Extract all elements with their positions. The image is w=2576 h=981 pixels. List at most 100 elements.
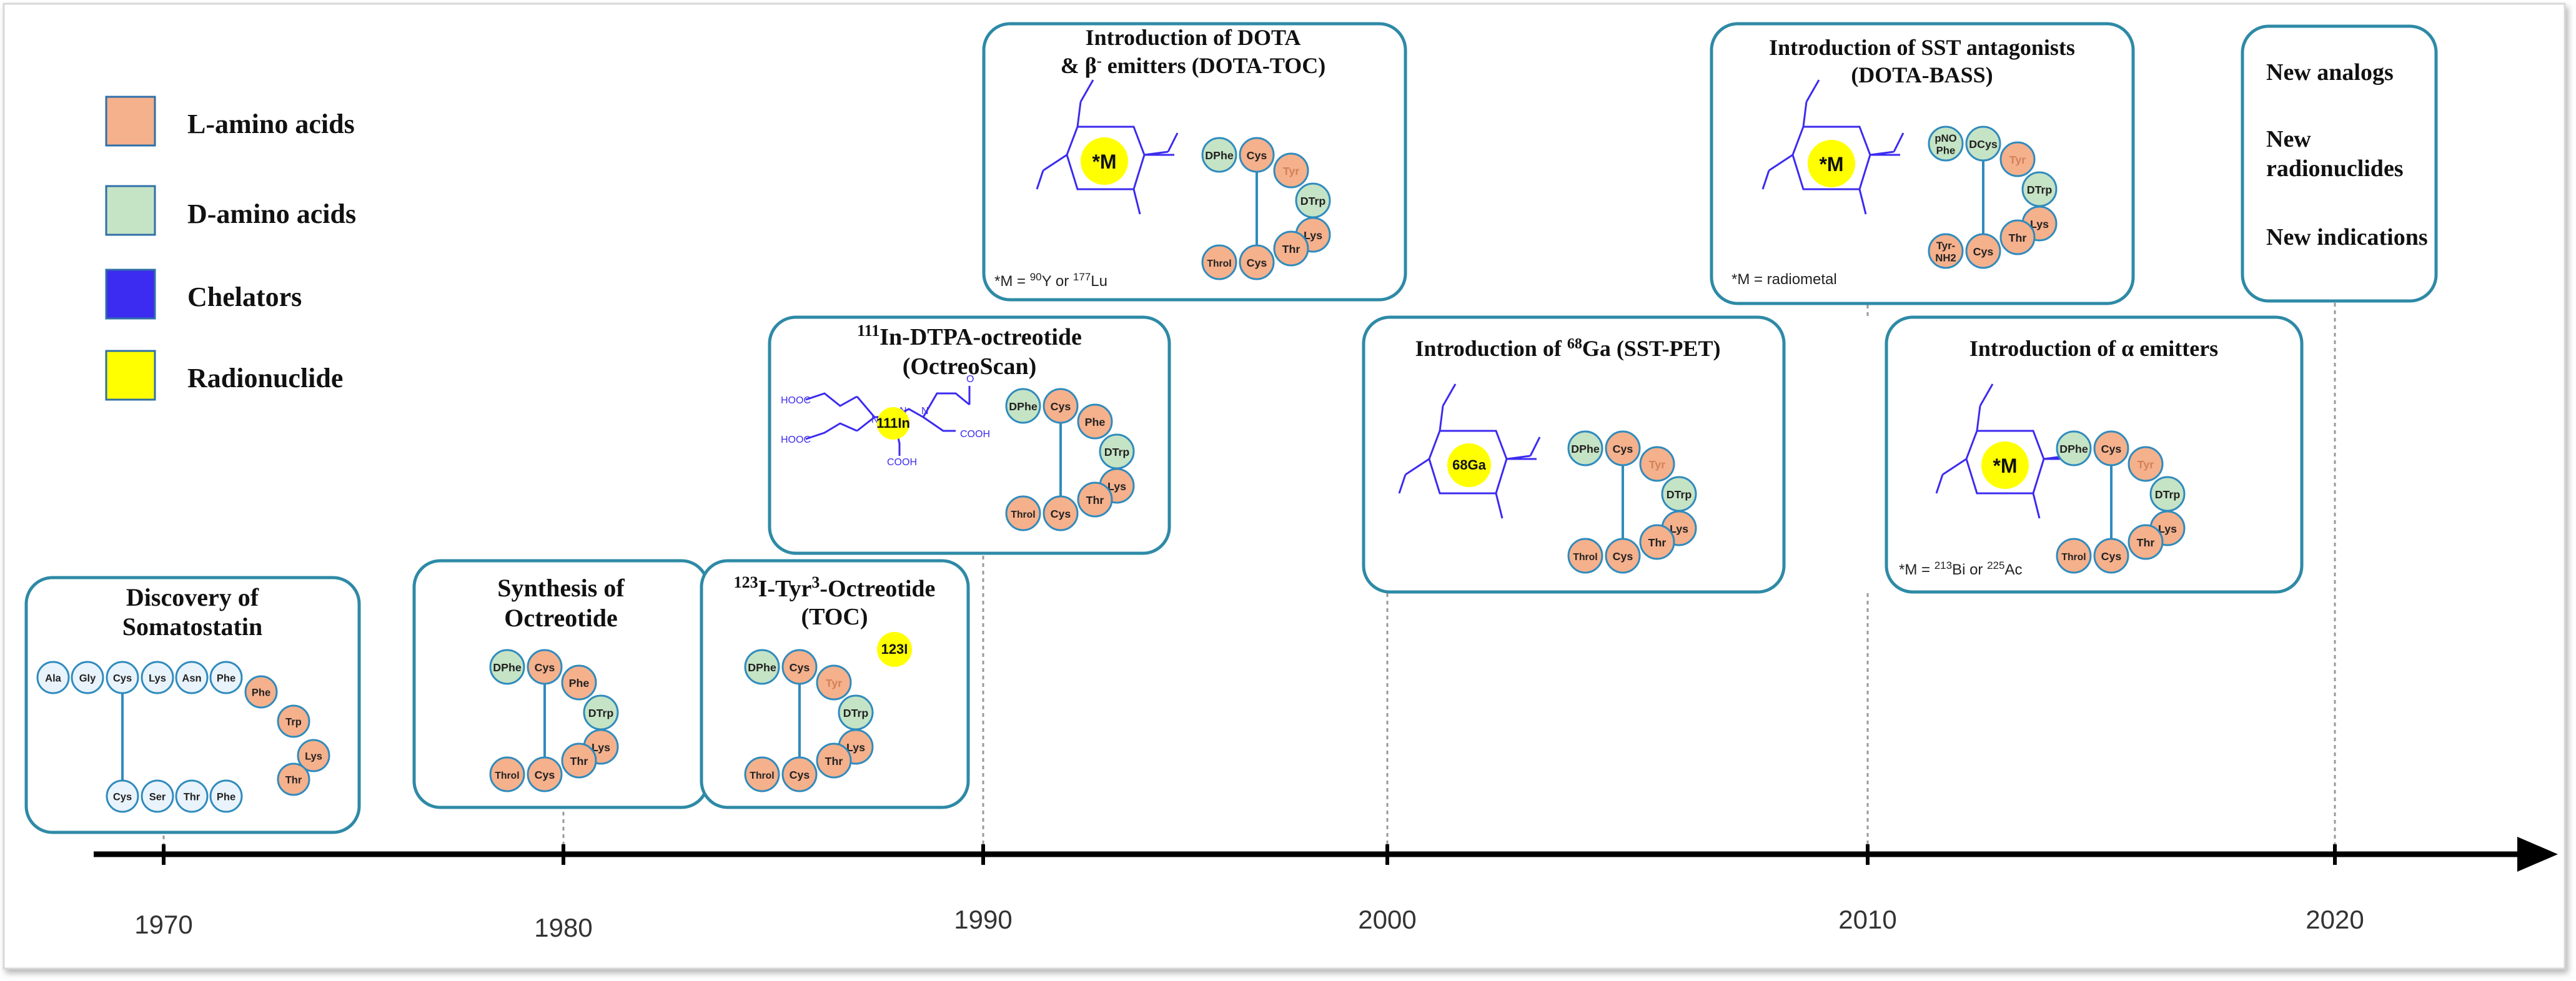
residue-somatostatin-bottom-1: Ser — [141, 779, 174, 813]
residue-ga68-bottom-0-label: Throl — [1573, 552, 1597, 563]
residue-ga68-bottom-2-label: Thr — [1648, 536, 1667, 549]
residue-ga68-right-0-label: Tyr — [1649, 458, 1665, 471]
residue-somatostatin-bottom-3-label: Phe — [217, 791, 235, 802]
residue-somatostatin-top-4: Asn — [175, 661, 209, 694]
residue-dotatoc-bottom-2-label: Thr — [1282, 243, 1300, 255]
residue-octreotide-right-0-label: Phe — [569, 677, 590, 689]
future-item-indications: New indications — [2266, 224, 2428, 250]
residue-alpha-bottom-0: Throl — [2056, 538, 2092, 574]
residue-ga68-right-2-label: Lys — [1670, 523, 1688, 535]
residue-alpha-right-0: Tyr — [2128, 446, 2164, 482]
residue-somatostatin-top-0: Ala — [36, 661, 70, 694]
dtpa-hooc-2: HOOC — [781, 435, 811, 445]
residue-octreoscan-bottom-2-label: Thr — [1086, 494, 1104, 506]
title-alpha: Introduction of α emitters — [1969, 336, 2218, 361]
residue-dotatoc-top-1-label: Cys — [1247, 149, 1267, 162]
dtpa-cooh-1: COOH — [960, 429, 990, 440]
residue-dotatoc-right-1-label: DTrp — [1300, 195, 1326, 207]
residue-somatostatin-top-1-label: Gly — [79, 673, 96, 684]
residue-antagonists-bottom-1: Cys — [1965, 233, 2001, 269]
title-discovery-1: Discovery of — [126, 583, 259, 611]
residue-ga68-top-1: Cys — [1605, 430, 1641, 466]
residue-octreoscan-right-0-label: Phe — [1085, 416, 1106, 428]
title-toc-2: (TOC) — [801, 604, 868, 630]
residue-somatostatin-right-3-label: Thr — [285, 774, 302, 786]
residue-dotatoc-top-0: DPhe — [1201, 137, 1237, 173]
residue-somatostatin-bottom-1-label: Ser — [149, 791, 166, 802]
tick-2000: 2000 — [1358, 905, 1416, 934]
residue-antagonists-right-1: DTrp — [2021, 171, 2058, 207]
residue-ga68-right-1-label: DTrp — [1667, 488, 1692, 501]
title-dotatoc-2: & β- emitters (DOTA-TOC) — [1061, 53, 1326, 78]
residue-octreoscan-bottom-0-label: Throl — [1011, 510, 1035, 520]
residue-octreotide-bottom-2: Thr — [561, 742, 597, 779]
future-item-analogs: New analogs — [2266, 59, 2394, 86]
residue-alpha-right-0-label: Tyr — [2138, 458, 2154, 471]
residue-toc-right-1: DTrp — [838, 694, 874, 731]
radionuclide-dotatoc: *M — [1081, 137, 1128, 185]
dtpa-cooh-2: COOH — [887, 457, 917, 468]
tick-2010: 2010 — [1838, 905, 1896, 934]
residue-octreoscan-bottom-0: Throl — [1005, 495, 1041, 531]
residue-toc-bottom-0: Throl — [744, 756, 780, 792]
title-antagonists-1: Introduction of SST antagonists — [1769, 35, 2075, 60]
residue-toc-bottom-2: Thr — [816, 742, 852, 779]
box-octreoscan — [768, 315, 1171, 555]
residue-somatostatin-right-1-label: Trp — [285, 716, 302, 727]
residue-dotatoc-right-2-label: Lys — [1304, 229, 1322, 242]
dtpa-o: O — [966, 374, 974, 385]
residue-dotatoc-bottom-1: Cys — [1239, 244, 1275, 280]
residue-ga68-bottom-1: Cys — [1605, 538, 1641, 574]
residue-toc-top-0-label: DPhe — [748, 661, 776, 674]
residue-antagonists-top-1: DCys — [1965, 126, 2001, 162]
residue-alpha-bottom-2-label: Thr — [2137, 536, 2155, 549]
residue-somatostatin-top-5: Phe — [209, 661, 243, 694]
dtpa-hooc-1: HOOC — [781, 395, 811, 406]
residue-somatostatin-bottom-2-label: Thr — [184, 791, 201, 802]
residue-octreotide-right-2-label: Lys — [592, 741, 610, 754]
residue-dotatoc-right-0-label: Tyr — [1283, 165, 1299, 177]
dtpa-n-1: N — [871, 415, 879, 425]
residue-alpha-right-1-label: DTrp — [2155, 488, 2181, 501]
residue-antagonists-bottom-2: Thr — [1999, 219, 2036, 255]
residue-octreoscan-top-1: Cys — [1043, 388, 1079, 424]
residue-alpha-bottom-0-label: Throl — [2061, 552, 2086, 563]
residue-octreotide-top-1: Cys — [527, 649, 563, 685]
residue-antagonists-right-1-label: DTrp — [2027, 184, 2053, 196]
residue-dotatoc-top-1: Cys — [1239, 137, 1275, 173]
residue-somatostatin-top-1: Gly — [71, 661, 104, 694]
note-alpha: *M = 213Bi or 225Ac — [1899, 560, 2022, 578]
residue-somatostatin-top-2: Cys — [106, 661, 139, 694]
residue-octreoscan-top-0: DPhe — [1005, 388, 1041, 424]
residue-ga68-top-0-label: DPhe — [1571, 443, 1600, 455]
title-antagonists-2: (DOTA-BASS) — [1851, 62, 1993, 87]
legend-label-chelators: Chelators — [187, 282, 302, 312]
residue-octreotide-bottom-1: Cys — [527, 756, 563, 792]
residue-somatostatin-top-4-label: Asn — [182, 673, 201, 684]
residue-antagonists-right-2-label: Lys — [2030, 218, 2049, 230]
residue-toc-top-1: Cys — [781, 649, 818, 685]
residue-toc-right-1-label: DTrp — [843, 707, 869, 719]
residue-octreoscan-top-1-label: Cys — [1051, 400, 1071, 413]
residue-toc-right-0-label: Tyr — [826, 677, 842, 689]
residue-octreotide-right-0: Phe — [561, 664, 597, 701]
residue-alpha-top-1-label: Cys — [2101, 443, 2122, 455]
residue-octreotide-bottom-1-label: Cys — [535, 769, 555, 781]
residue-somatostatin-bottom-0-label: Cys — [113, 791, 132, 802]
residue-octreoscan-bottom-2: Thr — [1077, 481, 1113, 518]
residue-octreotide-bottom-0: Throl — [489, 756, 525, 792]
residue-antagonists-bottom-2-label: Thr — [2009, 232, 2027, 244]
radionuclide-dotatoc-label: *M — [1092, 150, 1116, 173]
residue-octreoscan-right-0: Phe — [1077, 403, 1113, 440]
residue-toc-bottom-0-label: Throl — [750, 771, 774, 781]
title-octreoscan-2: (OctreoScan) — [903, 353, 1037, 380]
residue-octreotide-right-1: DTrp — [583, 694, 619, 731]
radionuclide-octreoscan-label: 111In — [876, 415, 910, 431]
future-item-radionuclides-2: radionuclides — [2266, 155, 2404, 182]
residue-toc-bottom-1-label: Cys — [790, 769, 810, 781]
